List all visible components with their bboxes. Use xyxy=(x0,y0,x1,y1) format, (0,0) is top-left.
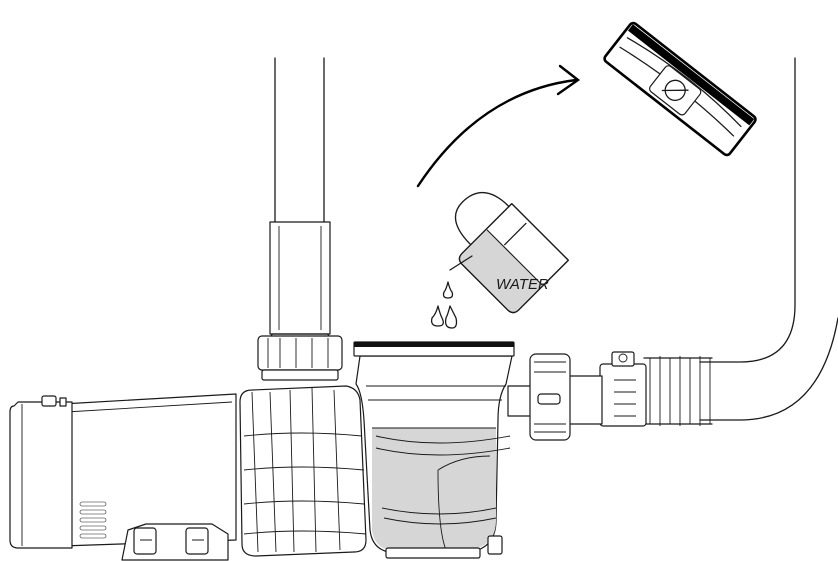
watering-can-icon: WATER xyxy=(431,178,568,315)
water-level xyxy=(372,428,496,550)
water-drop-icon xyxy=(432,306,444,326)
motor-mounting-foot xyxy=(122,524,228,560)
discharge-union xyxy=(508,354,570,440)
water-drop-icon xyxy=(446,306,457,328)
vertical-pipe xyxy=(270,58,330,340)
water-drop-icon xyxy=(444,282,453,298)
strainer-rim xyxy=(354,342,514,356)
curved-arrow-icon xyxy=(418,66,578,186)
pipe-union-nut xyxy=(258,336,342,380)
water-drops xyxy=(432,282,457,328)
water-label: WATER xyxy=(496,276,549,293)
pump-housing xyxy=(240,386,366,556)
strainer-pot xyxy=(356,356,512,558)
strainer-lid-icon xyxy=(603,21,757,156)
